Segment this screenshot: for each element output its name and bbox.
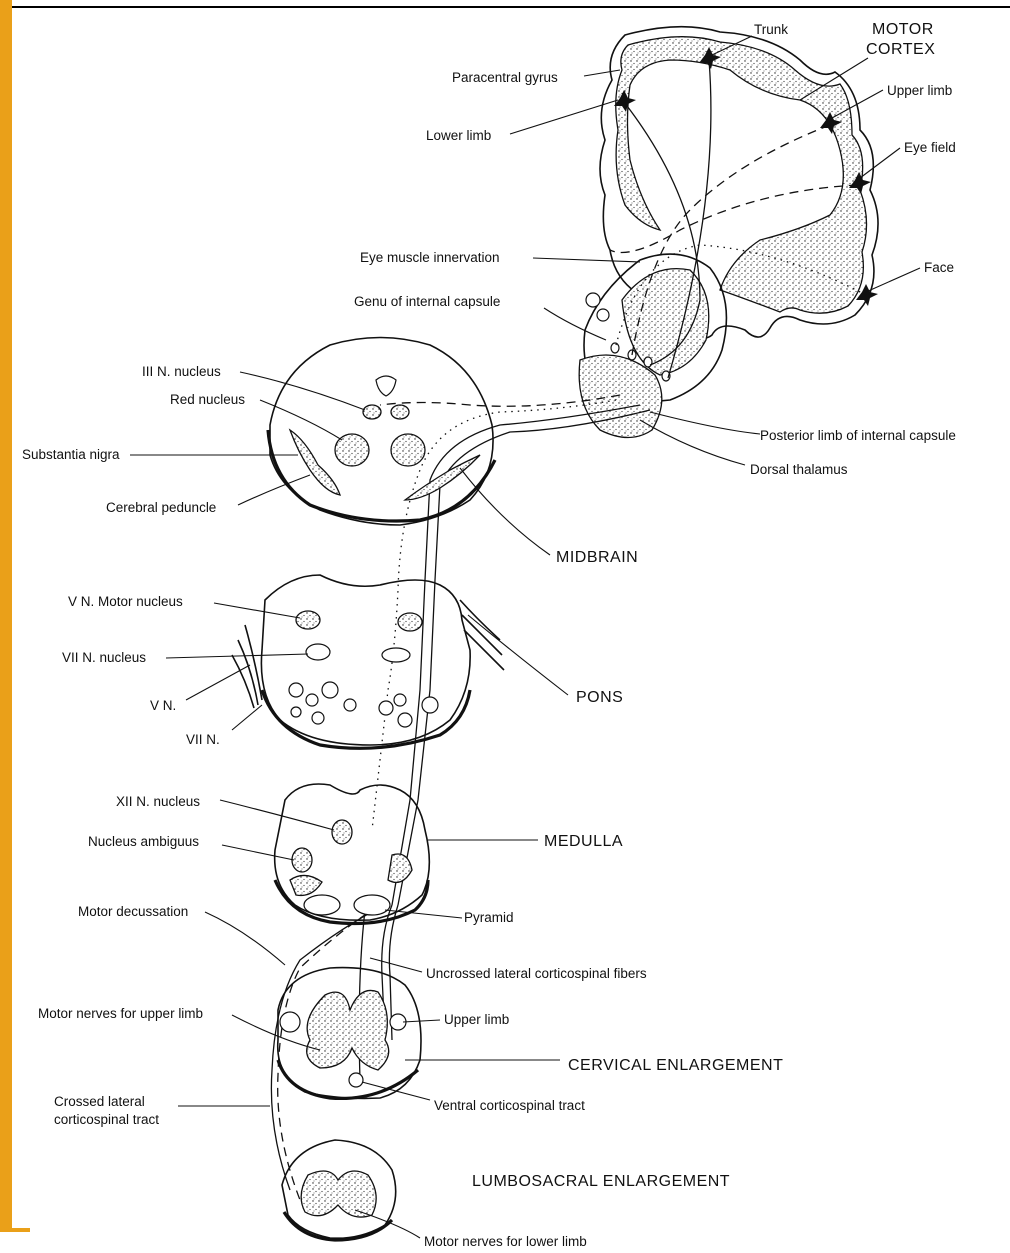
label-cerebral-peduncle: Cerebral peduncle [106, 500, 216, 515]
label-lower-limb: Lower limb [426, 128, 491, 143]
substantia-nigra-left [290, 430, 340, 495]
label-motor-nerves-lower: Motor nerves for lower limb [424, 1234, 587, 1249]
label-pyramid: Pyramid [464, 910, 514, 925]
caudate-circle-1 [586, 293, 600, 307]
descending-tracts [271, 395, 650, 1200]
label-crossed-lateral-2: corticospinal tract [54, 1112, 159, 1127]
cortex-gray-matter [616, 37, 867, 314]
pyramid-right [354, 895, 390, 915]
pons-center-oval [382, 648, 410, 662]
medulla-section [275, 784, 430, 924]
labels: Trunk MOTOR CORTEX Paracentral gyrus Upp… [22, 21, 956, 1249]
label-paracentral-gyrus: Paracentral gyrus [452, 70, 558, 85]
lumbosacral-gray-matter [301, 1171, 376, 1217]
label-iii-nucleus: III N. nucleus [142, 364, 221, 379]
vii-nucleus-left [306, 644, 330, 660]
label-upper-limb-cortex: Upper limb [887, 83, 952, 98]
label-genu: Genu of internal capsule [354, 294, 500, 309]
iii-nucleus-left [363, 405, 381, 419]
label-xii-nucleus: XII N. nucleus [116, 794, 200, 809]
cervical-cord-section [278, 968, 421, 1099]
label-pons: PONS [576, 689, 623, 706]
v-motor-nucleus-right [398, 613, 422, 631]
motor-cortex-section [579, 27, 878, 438]
label-eye-field: Eye field [904, 140, 956, 155]
label-posterior-limb: Posterior limb of internal capsule [760, 428, 956, 443]
pons-section [232, 575, 504, 748]
v-motor-nucleus-left [296, 611, 320, 629]
label-upper-limb-cord: Upper limb [444, 1012, 509, 1027]
cervical-base-band [278, 1060, 418, 1098]
label-vii-nucleus: VII N. nucleus [62, 650, 146, 665]
aqueduct [376, 376, 396, 396]
red-nucleus-right [391, 434, 425, 466]
inferior-olive-right [388, 854, 412, 882]
label-motor-decussation: Motor decussation [78, 904, 188, 919]
label-motor-cortex-2: CORTEX [866, 41, 935, 58]
label-v-n: V N. [150, 698, 176, 713]
label-eye-muscle: Eye muscle innervation [360, 250, 500, 265]
cervical-lateral-tract-left [280, 1012, 300, 1032]
midbrain-section [268, 338, 495, 526]
label-motor-cortex-1: MOTOR [872, 21, 934, 38]
pontine-fiber-bundles [289, 682, 438, 727]
xii-nucleus [332, 820, 352, 844]
label-medulla: MEDULLA [544, 833, 623, 850]
label-face: Face [924, 260, 954, 275]
label-nucleus-ambiguus: Nucleus ambiguus [88, 834, 199, 849]
label-ventral-corticospinal: Ventral corticospinal tract [434, 1098, 585, 1113]
label-v-motor-nucleus: V N. Motor nucleus [68, 594, 183, 609]
iii-nucleus-right [391, 405, 409, 419]
midbrain-outline [270, 338, 493, 526]
lumbosacral-cord-section [282, 1140, 396, 1240]
label-substantia-nigra: Substantia nigra [22, 447, 120, 462]
label-lumbosacral-enlargement: LUMBOSACRAL ENLARGEMENT [472, 1173, 730, 1190]
label-trunk: Trunk [754, 22, 788, 37]
cervical-gray-matter [307, 990, 389, 1070]
pyramid-left [304, 895, 340, 915]
nucleus-ambiguus [292, 848, 312, 872]
label-red-nucleus: Red nucleus [170, 392, 245, 407]
label-motor-nerves-upper: Motor nerves for upper limb [38, 1006, 203, 1021]
pons-base-band [262, 690, 470, 748]
pons-outline [261, 575, 470, 745]
caudate-circle-2 [597, 309, 609, 321]
label-crossed-lateral-1: Crossed lateral [54, 1094, 145, 1109]
label-midbrain: MIDBRAIN [556, 549, 638, 566]
label-uncrossed-lateral: Uncrossed lateral corticospinal fibers [426, 966, 647, 981]
label-cervical-enlargement: CERVICAL ENLARGEMENT [568, 1057, 783, 1074]
inferior-olive-left [290, 875, 322, 895]
label-dorsal-thalamus: Dorsal thalamus [750, 462, 848, 477]
label-vii-n: VII N. [186, 732, 220, 747]
ventral-tract-circle [349, 1073, 363, 1087]
